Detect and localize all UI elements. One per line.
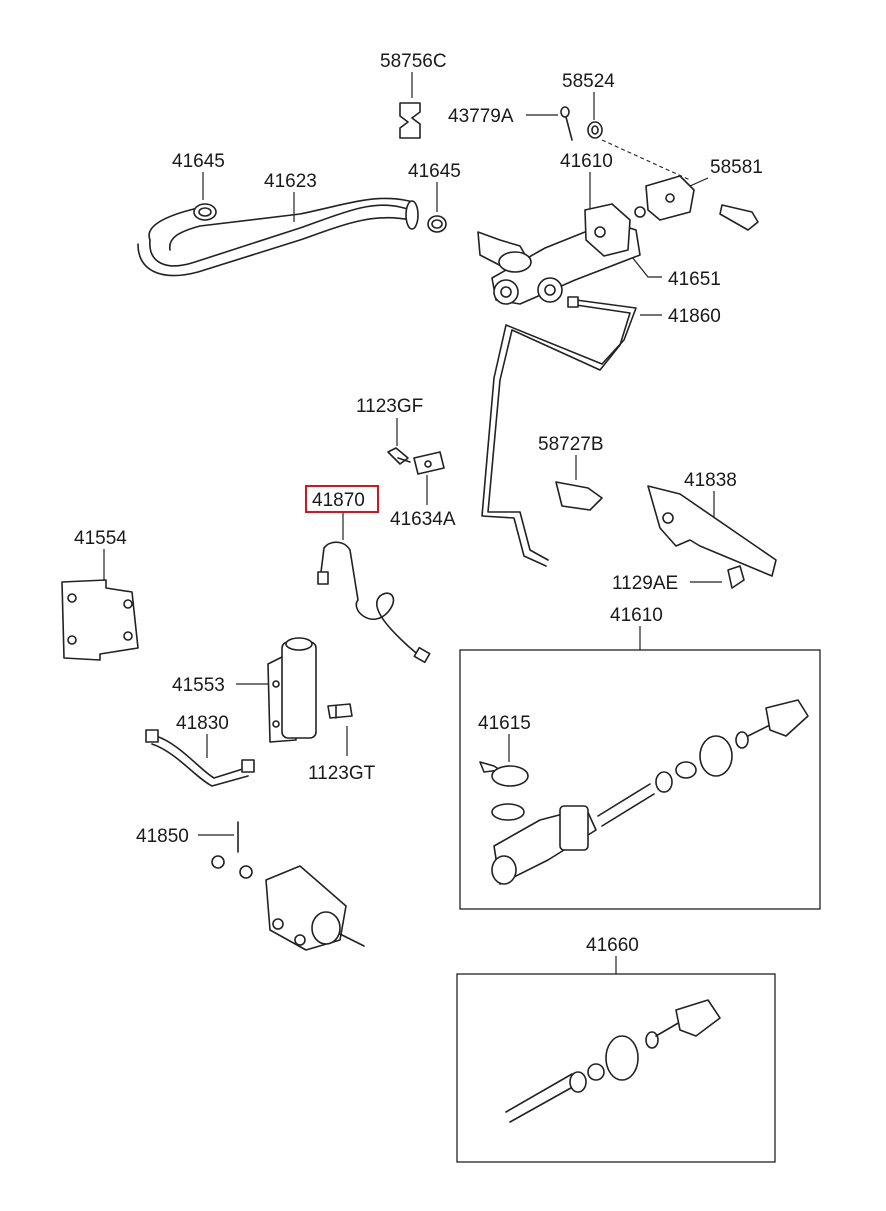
kit-box-41610 (459, 649, 821, 910)
part-1129ae-bolt (727, 565, 745, 589)
callout-1129ae[interactable]: 1129AE (612, 573, 678, 594)
callout-41610-box[interactable]: 41610 (610, 605, 663, 626)
part-41610-master-cylinder (477, 175, 695, 305)
part-58727b-clip (555, 481, 603, 511)
part-41870-pipe (317, 541, 431, 664)
part-41634a-bracket (413, 451, 445, 475)
part-41660-kit (505, 999, 721, 1123)
part-41830-hose (145, 729, 255, 787)
part-41645-clamp-left (193, 203, 217, 221)
callout-41870[interactable]: 41870 (312, 490, 365, 511)
callout-58756c[interactable]: 58756C (380, 51, 447, 72)
callout-41553[interactable]: 41553 (172, 675, 225, 696)
callout-41623[interactable]: 41623 (264, 171, 317, 192)
callout-41860[interactable]: 41860 (668, 306, 721, 327)
callout-41634a[interactable]: 41634A (390, 509, 456, 530)
part-58756c-clip (399, 102, 421, 139)
part-58524-washer (587, 121, 603, 139)
callout-58727b[interactable]: 58727B (538, 434, 604, 455)
part-58581-pin (719, 204, 759, 231)
callout-58581[interactable]: 58581 (710, 157, 763, 178)
callout-41610-top[interactable]: 41610 (560, 151, 613, 172)
callout-58524[interactable]: 58524 (562, 71, 615, 92)
highlight-box-41870 (305, 485, 379, 513)
part-41623-hose (137, 197, 419, 277)
callout-41830[interactable]: 41830 (176, 713, 229, 734)
callout-1123gt[interactable]: 1123GT (308, 763, 376, 784)
callout-41660[interactable]: 41660 (586, 935, 639, 956)
part-1123gf-bolt (387, 447, 411, 465)
part-41610-kit-cylinder (491, 699, 809, 885)
part-43779a-pin (560, 106, 573, 141)
callout-41554[interactable]: 41554 (74, 528, 127, 549)
part-41554-bracket (61, 579, 139, 661)
part-41645-clamp-right (427, 215, 447, 233)
callout-43779a[interactable]: 43779A (448, 106, 514, 127)
callout-41645-left[interactable]: 41645 (172, 151, 225, 172)
part-41615-reservoir-nipple (479, 761, 529, 821)
part-41850-slave-cylinder (211, 821, 365, 951)
kit-box-41660 (456, 973, 776, 1163)
part-41838-bracket (647, 485, 777, 577)
callout-41850[interactable]: 41850 (136, 826, 189, 847)
callout-41645-right[interactable]: 41645 (408, 161, 461, 182)
callout-labels: 58756C 58524 43779A 41645 41623 41645 41… (74, 51, 763, 956)
callout-41615[interactable]: 41615 (478, 713, 531, 734)
callout-41651[interactable]: 41651 (668, 269, 721, 290)
callout-41838[interactable]: 41838 (684, 470, 737, 491)
leader-lines (103, 72, 722, 974)
part-41860-pipe (481, 296, 637, 567)
part-41553-damper (267, 637, 317, 743)
callout-1123gf[interactable]: 1123GF (356, 396, 423, 417)
part-1123gt-bolt (327, 703, 353, 719)
